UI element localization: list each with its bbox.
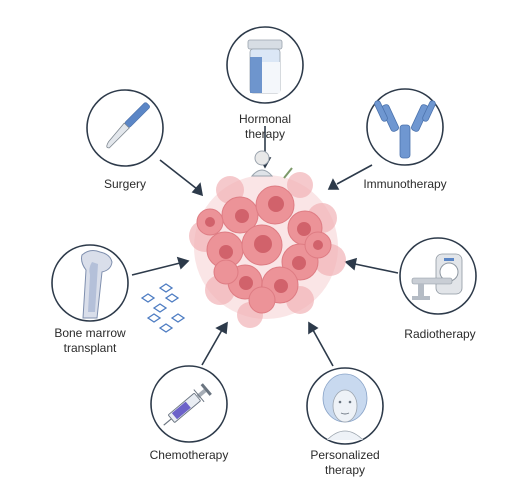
- ct-scanner-icon: [411, 253, 463, 300]
- label-hormonal-line2: therapy: [244, 127, 286, 141]
- tumor-cell-cluster-icon: [189, 150, 346, 328]
- node-bone-marrow: [51, 244, 129, 322]
- label-surgery-line1: Surgery: [103, 177, 147, 191]
- doctor-figure-icon: [250, 150, 293, 179]
- label-chemotherapy-line1: Chemotherapy: [149, 448, 229, 462]
- node-hormonal: [226, 26, 304, 104]
- label-radiotherapy-line1: Radiotherapy: [404, 327, 476, 341]
- node-radiotherapy: [399, 237, 477, 315]
- label-immunotherapy: Immunotherapy: [363, 177, 446, 192]
- label-personalized: Personalized therapy: [310, 448, 379, 478]
- label-chemotherapy: Chemotherapy: [150, 448, 229, 463]
- label-immunotherapy-line1: Immunotherapy: [363, 177, 447, 191]
- dna-helix-icon: [140, 283, 186, 333]
- pill-bottle-icon: [247, 39, 283, 94]
- label-personalized-line2: therapy: [324, 463, 366, 477]
- syringe-icon: [163, 383, 212, 426]
- arrow-personalized: [308, 321, 334, 367]
- arrow-chemotherapy: [201, 321, 228, 366]
- antibody-icon: [374, 100, 436, 159]
- patient-face-icon: [322, 373, 368, 441]
- label-hormonal-line1: Hormonal: [238, 112, 292, 126]
- node-surgery: [86, 89, 164, 167]
- arrow-surgery: [159, 159, 204, 197]
- node-personalized: [306, 367, 384, 445]
- scalpel-icon: [106, 102, 150, 149]
- femur-bone-icon: [81, 250, 113, 319]
- arrow-radiotherapy: [344, 257, 399, 274]
- node-chemotherapy: [150, 365, 228, 443]
- label-radiotherapy: Radiotherapy: [404, 327, 475, 342]
- label-hormonal: Hormonal therapy: [239, 112, 291, 142]
- arrow-immunotherapy: [327, 164, 373, 190]
- label-surgery: Surgery: [104, 177, 146, 192]
- label-bone-marrow-line1: Bone marrow: [54, 326, 126, 340]
- node-immunotherapy: [366, 88, 444, 166]
- arrow-bone-marrow: [131, 256, 190, 276]
- label-bone-marrow-line2: transplant: [63, 341, 117, 355]
- label-personalized-line1: Personalized: [310, 448, 380, 462]
- arrows: [131, 126, 399, 367]
- label-bone-marrow: Bone marrow transplant: [54, 326, 125, 356]
